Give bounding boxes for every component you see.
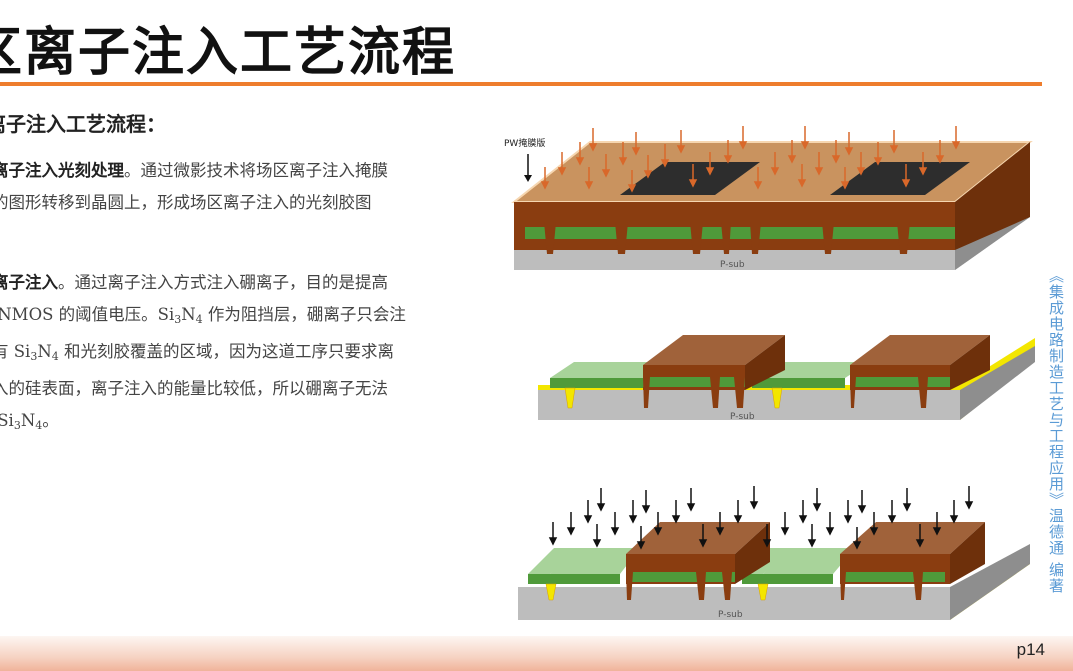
substrate-label: P-sub [730,412,755,422]
step-1-heading: 离子注入光刻处理 [0,161,124,180]
step-2-line-3: 有 Si3N4 和光刻胶覆盖的区域，因为这道工序只要求离 [0,342,395,363]
step-2-line-2: NMOS 的阈值电压。Si3N4 作为阻挡层，硼离子只会注 [0,305,406,326]
step-1-paragraph: 离子注入光刻处理。通过微影技术将场区离子注入掩膜 的图形转移到晶圆上，形成场区离… [0,155,487,219]
section-subtitle: 离子注入工艺流程： [0,112,166,136]
step-2-paragraph: 离子注入。通过离子注入方式注入硼离子，目的是提高 NMOS 的阈值电压。Si3N… [0,267,487,442]
step-2-line-5: Si3N4。 [0,411,59,432]
step-2-heading: 离子注入 [0,273,58,292]
figure-boron-implant: P-sub [510,482,1040,622]
substrate-label: P-sub [718,610,743,620]
arrow-down-icon [524,175,532,182]
mask-label: PW掩膜版 [504,137,545,149]
figure-mask-exposure: P-sub PW掩膜版 [500,122,1040,277]
footer-bar [0,636,1073,671]
book-credit: 《集成电路制造工艺与工程应用》温德通 编著 [1047,268,1065,594]
page-number: p14 [1016,640,1045,659]
title-divider [0,82,1042,86]
page-title: 区离子注入工艺流程 [0,23,457,83]
substrate-label: P-sub [720,260,745,270]
figure-resist-pattern: P-sub [520,330,1040,435]
